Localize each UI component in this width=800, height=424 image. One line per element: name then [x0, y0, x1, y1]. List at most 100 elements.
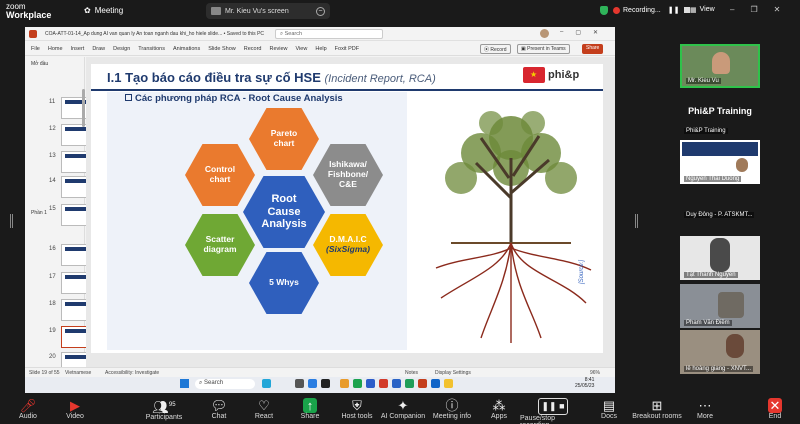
- taskbar-app-icon[interactable]: [262, 379, 271, 388]
- slide-title-main: I.1 Tạo báo cáo điều tra sự cố HSE: [107, 70, 321, 85]
- meeting-menu[interactable]: ✿ Meeting: [84, 6, 123, 15]
- left-drag-handle[interactable]: [10, 214, 13, 228]
- participant-tile-active[interactable]: Mr. Kieu Vu: [680, 44, 760, 88]
- ppt-menu-item[interactable]: Review: [269, 45, 288, 52]
- taskbar-app-icon[interactable]: [295, 379, 304, 388]
- zoom-brand-line2: Workplace: [6, 10, 52, 20]
- breakout-rooms-button[interactable]: ⊞ Breakout rooms: [632, 398, 682, 420]
- status-zoom[interactable]: 96%: [590, 370, 601, 376]
- meeting-info-label: Meeting info: [432, 413, 472, 420]
- ppt-menu-item[interactable]: Insert: [70, 45, 85, 52]
- ppt-menu-item[interactable]: Record: [243, 45, 262, 52]
- docs-button[interactable]: ▤ Docs: [586, 398, 632, 420]
- ppt-minimize-icon[interactable]: –: [560, 29, 564, 35]
- audio-button[interactable]: 🎤︎ Audio: [5, 398, 51, 420]
- taskbar-app-icon[interactable]: [418, 379, 427, 388]
- thumbnail-scrollbar[interactable]: [82, 89, 85, 127]
- pause-recording-button[interactable]: ❚❚ ■ Pause/stop recording: [520, 398, 586, 424]
- window-close-icon[interactable]: ✕: [773, 5, 781, 14]
- ppt-menubar: File Home Insert Draw Design Transitions Anima…: [25, 42, 615, 56]
- participants-button[interactable]: 👥︎95 Participants: [140, 398, 188, 421]
- participants-label: Participants: [145, 414, 183, 422]
- taskbar-app-icon[interactable]: [308, 379, 317, 388]
- taskbar-app-icon[interactable]: [340, 379, 349, 388]
- participant-tile[interactable]: Nguyen Thai Duong: [680, 140, 760, 184]
- taskbar-app-icon[interactable]: [405, 379, 414, 388]
- avatar: [726, 334, 744, 358]
- participant-tile[interactable]: Tạt Thanh Nguyen: [680, 236, 760, 280]
- ppt-menu-item[interactable]: Design: [113, 45, 131, 52]
- participant-name: Tạt Thanh Nguyen: [684, 272, 738, 278]
- hex-control-label: Control chart: [204, 164, 236, 184]
- ppt-menu-item[interactable]: File: [31, 45, 40, 52]
- end-button[interactable]: ✕ End: [752, 398, 798, 420]
- taskbar-app-icon[interactable]: [379, 379, 388, 388]
- ppt-menu-item[interactable]: Slide Show: [208, 45, 236, 52]
- slide-title: I.1 Tạo báo cáo điều tra sự cố HSE (Inci…: [107, 70, 436, 85]
- close-icon[interactable]: –: [316, 6, 325, 16]
- meeting-info-button[interactable]: ⓘ Meeting info: [428, 398, 476, 420]
- windows-start-icon[interactable]: [180, 379, 189, 388]
- ppt-menu-item[interactable]: View: [295, 45, 308, 52]
- section-label-2[interactable]: Phần 1: [31, 210, 47, 216]
- more-button[interactable]: ⋯ More: [682, 398, 728, 420]
- taskbar-app-icon[interactable]: [366, 379, 375, 388]
- record-button[interactable]: ⦿ Record: [480, 44, 511, 54]
- ppt-share-button[interactable]: Share: [582, 44, 604, 54]
- ppt-search-box[interactable]: ⌕ Search: [275, 29, 383, 39]
- stop-icon[interactable]: [684, 7, 691, 13]
- ppt-menu-item[interactable]: Help: [315, 45, 327, 52]
- host-tools-button[interactable]: ⛨ Host tools: [334, 398, 380, 420]
- taskbar-app-icon[interactable]: [431, 379, 440, 388]
- present-teams-button[interactable]: ▣ Present in Teams: [517, 44, 570, 54]
- status-language[interactable]: Vietnamese: [65, 370, 92, 376]
- ppt-restore-icon[interactable]: ▢: [575, 30, 582, 36]
- more-label: More: [697, 413, 713, 420]
- status-accessibility[interactable]: Accessibility: Investigate: [105, 370, 160, 376]
- slide: I.1 Tạo báo cáo điều tra sự cố HSE (Inci…: [91, 64, 603, 353]
- participant-tile[interactable]: lê hoàng giang - XNVT...: [680, 330, 760, 374]
- pause-stop-icon: ❚❚ ■: [538, 398, 568, 415]
- participant-tile[interactable]: Phi&P Training Phi&P Training: [680, 92, 760, 136]
- ppt-menu-item[interactable]: Animations: [172, 45, 201, 52]
- ppt-search-label: Search: [284, 31, 303, 37]
- ppt-menu-item[interactable]: Foxit PDF: [334, 45, 360, 52]
- share-tab[interactable]: Mr. Kieu Vu's screen –: [206, 3, 330, 19]
- thumbnail-number: 11: [49, 99, 56, 105]
- ppt-avatar[interactable]: [540, 29, 549, 38]
- taskbar-app-icon[interactable]: [321, 379, 330, 388]
- react-button[interactable]: ♡ React: [241, 398, 287, 420]
- chat-button[interactable]: 💬︎ Chat: [196, 398, 242, 420]
- recording-indicator[interactable]: Recording... ❚❚: [613, 6, 691, 14]
- status-notes[interactable]: Notes: [405, 370, 419, 376]
- apps-button[interactable]: ⁂ Apps: [476, 398, 522, 420]
- taskbar-app-icon[interactable]: [444, 379, 453, 388]
- taskbar-clock[interactable]: 8:41 25/05/23: [575, 377, 594, 389]
- ai-companion-button[interactable]: ✦ AI Companion: [378, 398, 428, 420]
- slide-subtitle-text: Các phương pháp RCA - Root Cause Analysi…: [135, 93, 343, 104]
- record-btn-label: Record: [490, 47, 507, 53]
- video-screenshare-thumb: [682, 142, 758, 156]
- ppt-menu-item[interactable]: Transitions: [138, 45, 165, 52]
- windows-search[interactable]: ⌕ Search: [195, 379, 255, 389]
- pause-icon[interactable]: ❚❚: [667, 7, 680, 14]
- minimize-icon[interactable]: –: [730, 5, 735, 14]
- ppt-menu-item[interactable]: Home: [47, 45, 63, 52]
- section-label-1[interactable]: Mở đầu: [31, 61, 49, 67]
- participant-tile[interactable]: Duy Đông - P. ATSKMT...: [680, 188, 760, 232]
- shield-icon[interactable]: [600, 6, 608, 15]
- share-label: Share: [300, 413, 320, 420]
- taskbar-app-icon[interactable]: [353, 379, 362, 388]
- taskbar-app-icon[interactable]: [392, 379, 401, 388]
- ppt-share-btn-label: Share: [586, 45, 600, 51]
- video-button[interactable]: ▶︎ Video: [52, 398, 98, 420]
- restore-icon[interactable]: ❐: [750, 5, 758, 14]
- status-display[interactable]: Display Settings: [435, 370, 471, 376]
- view-menu[interactable]: ▦ View: [690, 6, 715, 14]
- share-button[interactable]: ↑ Share: [287, 398, 333, 420]
- participant-tile[interactable]: Pham Văn Điềm: [680, 284, 760, 328]
- hex-control-chart: Control chart: [185, 144, 255, 206]
- ppt-close-icon[interactable]: ✕: [593, 30, 599, 36]
- ppt-menu-item[interactable]: Draw: [92, 45, 106, 52]
- right-drag-handle[interactable]: [635, 214, 638, 228]
